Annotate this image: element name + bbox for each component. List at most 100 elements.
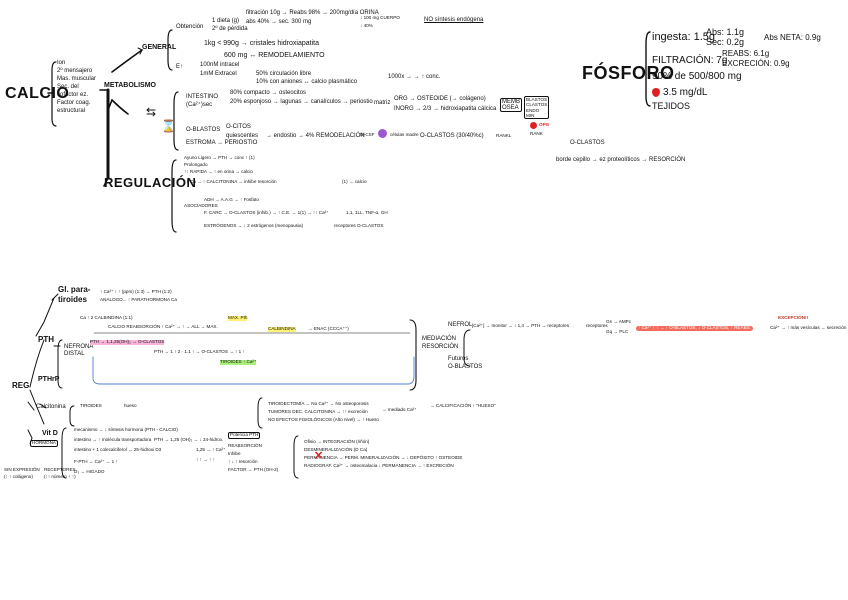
calcio-desc-4: Sec. del [57,84,79,90]
calcitonina-label: Calcitonina [36,404,66,410]
memb-line2: OSEA [502,105,519,111]
sin-expresion-2: (↑ ↑ colágeno) [4,474,33,479]
vitd-8: REABSORCIÓN [228,443,262,448]
red-cross-icon: ✕ [314,450,324,462]
calcio-desc-1: Ion [57,60,66,66]
reg-prolongado: Prolongado [184,162,208,167]
fosforo-pct: 90% de 500/800 mg [652,71,742,82]
fosforo-abs: Abs: 1.1g [706,27,745,37]
rankl-label: RANKL [496,133,512,138]
vitd-9: Inhibe [228,451,241,456]
calcio-title: CALCIO [5,85,70,102]
receptores-c: (↑↑ número ↑ ↑) [44,474,76,479]
fosforo-reabs: REABS: 6.1g [722,49,770,58]
obtencion-perdida: 2º de pérdida [212,26,248,32]
fosforo-sec: Sec: 0.2g [706,37,745,47]
memb-line1: MEMB [502,99,520,105]
reg-estrogenos: ESTRÓGENOS → ↓ 2 estrógenos (menopausia) [204,223,304,228]
reg-ayuno: Ayuno Ligero → PTH → conc ↑ (1) [184,155,255,160]
excepcion-line: Ca²⁺ → ↑ más vesículas → secreción [770,325,847,330]
blood-drop-icon [652,88,660,97]
receptores-b: RECEPTORES [44,467,76,472]
nefrol-line: [Ca²⁺] → monitor → ↓ 1,4 → PTH → recepto… [472,323,570,328]
extracel-conc: 1mM Extracel [200,71,237,77]
hueso-esponjoso: 20% esponjoso → lagunas → canalículos → … [230,99,373,105]
mediado-ca: → mediado Ca²⁺ [382,407,417,412]
quiescentes-label: quiescentes [226,133,259,139]
hourglass-icon: ⌛ [161,119,176,133]
fosforo-ingesta: ingesta: 1.5g [652,31,715,43]
obtencion-absorcion: abs 40% → sec. 300 mg [246,19,312,25]
gs-camp: Gs → AMPc [606,319,632,324]
matriz-org: ORG → OSTEOIDE (→ colágeno) [394,96,486,102]
reg-calcitonina-text: ↑↑ Ca → ↑ CALCITONINA → inhibe resorción [184,179,277,184]
calbindina: CALBINDINA [268,326,296,332]
reg-line-h: PTH → 1,1,25(OH)₂ → O-CLASTOS [90,339,165,345]
reg-line-b: ANALOGO... ↑ PARATHORMONA Ca [100,297,177,302]
obtencion-pct: ↓ 40% [360,23,373,28]
sin-expresion: SIN EXPRESIÓN [4,467,40,472]
pthrp-label: PTHrP [38,376,60,383]
no-efectos: NO EFECTOS FISIOLÓGICOS (Alto nivel) → ↑… [268,417,379,422]
osteo-list-2: CLASTOS [526,102,548,108]
reg-line-i: TIROIDES ↑ Ca²⁺ [220,359,257,365]
vitd-13: ↑ ↑ → ↑ ↑ [196,457,215,462]
borde-cepillo: borde cepillo → ez proteolíticos → RESOR… [556,157,686,163]
reg-asociadores: ASOCIADORES [184,203,218,208]
kg-cristales: 1kg < 990g → cristales hidroxiapatita [204,40,319,47]
intracel-conc: 100nM intracel [200,62,240,68]
nefrol-label: NEFROL [448,322,473,328]
intestino-ca: (Ca²⁺)sec [186,102,213,108]
reg-line-c: Ca ↑ 2 CALBINDINA (1:1) [80,315,133,320]
calcio-desc-6: Factor coag. [57,100,91,106]
calcio-desc-5: cofactor ez. [57,92,89,98]
vitd-4: PTH → 1,25 (OH)₂ → ↓ 24-hidrox. [154,437,224,442]
circulacion-libre: 50% circulación libre [256,71,312,77]
osteo-list-3: ENDO [526,107,540,113]
tumores: TUMORES DEC. CALCITONINA → ↑↑ excreción [268,409,368,414]
fosforo-conc: 3.5 mg/dL [663,87,708,98]
calcificacion: → CALCIFICACIÓN ↑ "HUESO" [430,403,496,408]
calcio-desc-7: estructural [57,108,86,114]
receptores-2: receptores [586,323,608,328]
calcio-plasmatico: 10% con aniones ↔ calcio plasmático [256,79,358,85]
reg-rapida: ↑↑ RAPIDA → ↑ en orina → calcio [184,169,253,174]
calcio-desc-3: Mas. muscular [57,76,97,82]
futuros-label: Futuros [448,356,469,362]
celulas-madre: células madre [390,132,419,137]
mediacion-label: MEDIACIÓN [422,336,457,342]
metabolismo-label: METABOLISMO [104,82,156,89]
osteo-list-1: BLASTOS [526,97,548,102]
fosforo-excrecion: EXCRECIÓN: 0.9g [722,59,790,68]
membrana-osea-box: MEMB OSEA [500,98,522,112]
enac: → ENAC (CCCA⁺⁺) [308,326,349,331]
reg-line-e: CALCIO REABSORCIÓN ↑ Ca²⁺ → ↑ → ALL → MA… [108,324,218,329]
nefrona-distal-2: DISTAL [64,351,85,357]
potencia-pth-box: Potencia PTH [228,432,261,439]
estroma-periostio: ESTROMA → PERIOSTIO [186,140,258,146]
glandula-paratiroides-2: tiroides [58,295,87,304]
ofisio-4: RADIOGRAF. Ca²⁺ → osteomalacia ↓ PERMANE… [304,463,454,468]
vitd-11: FACTOR → PTH (OH-2) [228,467,279,472]
red-highlight-bar: ↑ Ca²⁺ ↑ ↑ → ↑ O-BLASTOS, ↓ O-CLASTOS, ↑… [636,325,754,331]
max-pth: MAX. Pth [228,315,248,321]
ocitos-label: O-CITOS [226,124,251,130]
reg-line-a: ↑ Ca²⁺ ↑ ↑ (ppm) (1:3) → PTH (1:2) [100,289,172,294]
reg-receptores: receptores O-CLASTOS [334,223,384,228]
obtencion-label: Obtención [176,24,204,30]
vitd-10: ↑ ↓ ↑ resorción [228,459,258,464]
hormona-box: HORMONA [30,440,58,447]
intestino-label: INTESTINO [186,94,219,100]
glandula-paratiroides: Gl. para- [58,285,91,294]
hueso-compacto: 80% compacto → osteocitos [230,90,307,96]
vitd-2: intestino → ↑ molécula transportadora [74,437,152,442]
obtencion-cuerpo: ↓ 100 mg CUERPO [360,15,400,20]
fosforo-filtracion: FILTRACIÓN: 7g [652,55,728,66]
reg-adh: ADH → A.A.G → ↑ Fosfato [204,197,259,202]
ofisio-3: PERMANENCIA → PERM. MINERALIZACIÓN → ↓ D… [304,455,463,460]
opg-label: OPG [539,122,550,127]
futuros-oblastos: O-BLASTOS [448,364,483,370]
hueso-label: hueso [124,403,137,408]
vitd-label: Vit D [42,430,58,437]
opg-red-dot-icon [530,122,537,129]
